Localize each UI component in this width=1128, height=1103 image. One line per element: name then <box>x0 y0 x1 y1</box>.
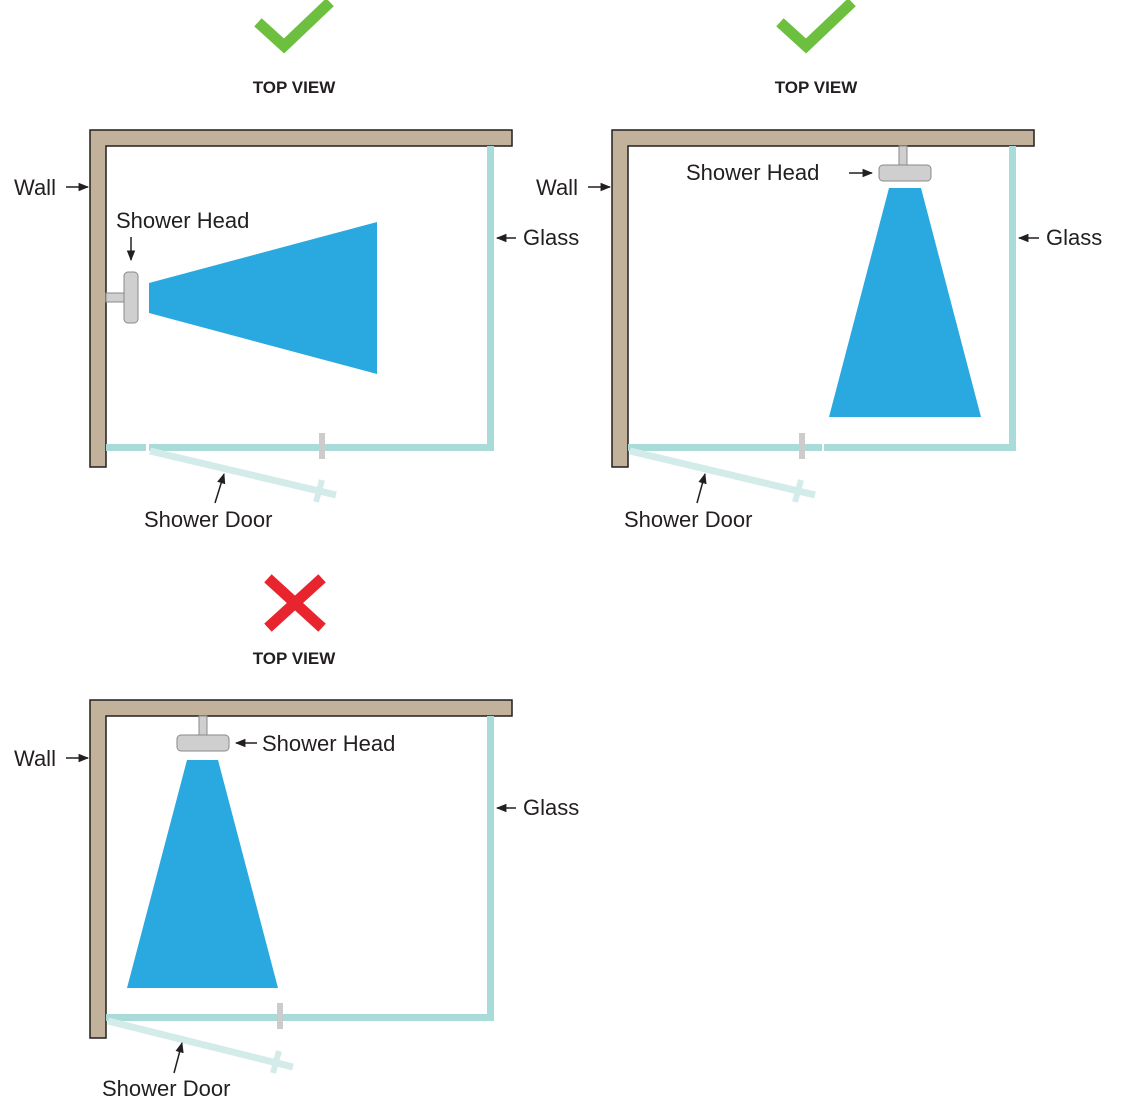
shower-head-label: Shower Head <box>116 208 249 233</box>
door-handle-open <box>270 1050 282 1074</box>
shower-door-label: Shower Door <box>102 1076 230 1101</box>
wall-label: Wall <box>14 175 56 200</box>
wall <box>89 699 513 1039</box>
shower-door <box>629 447 816 499</box>
shower-head-arm <box>105 292 127 303</box>
shower-door <box>149 447 337 499</box>
glass-panel-bottom-door-slot <box>628 444 822 451</box>
panel-top-left: TOP VIEW Wall Shower Head Glass Shower D… <box>14 0 579 532</box>
door-handle-open <box>792 479 804 503</box>
shower-door-label: Shower Door <box>624 507 752 532</box>
door-handle <box>799 433 805 459</box>
panel-title: TOP VIEW <box>253 649 336 668</box>
glass-panel-bottom-fixed <box>106 1014 494 1021</box>
glass-panel-bottom-door-slot <box>106 444 146 451</box>
door-handle <box>277 1003 283 1029</box>
glass-panel-bottom-fixed <box>824 444 1016 451</box>
panel-top-right: TOP VIEW Wall Shower Head Glass Shower D… <box>536 0 1102 532</box>
panel-title: TOP VIEW <box>775 78 858 97</box>
shower-head-arm <box>898 145 908 167</box>
shower-head <box>123 271 139 324</box>
shower-door <box>107 1017 294 1071</box>
water-spray <box>829 188 981 417</box>
panel-bottom-left: TOP VIEW Wall Shower Head Glass Shower D… <box>14 574 579 1101</box>
shower-head-arm <box>198 715 208 737</box>
shower-door-arrow <box>696 472 707 504</box>
checkmark-icon <box>254 0 334 54</box>
shower-head <box>878 164 932 182</box>
shower-head-label: Shower Head <box>262 731 395 756</box>
glass-label: Glass <box>523 795 579 820</box>
checkmark-icon <box>776 0 856 54</box>
shower-door-arrow <box>173 1041 184 1074</box>
wall <box>611 129 1035 468</box>
glass-label: Glass <box>1046 225 1102 250</box>
glass-label: Glass <box>523 225 579 250</box>
panel-title: TOP VIEW <box>253 78 336 97</box>
shower-head <box>176 734 230 752</box>
glass-panel-right <box>487 146 494 451</box>
cross-icon <box>264 574 326 632</box>
door-handle <box>319 433 325 459</box>
glass-panel-right <box>1009 146 1016 451</box>
water-spray <box>149 222 377 374</box>
shower-door-label: Shower Door <box>144 507 272 532</box>
shower-door-arrow <box>214 472 226 504</box>
wall-label: Wall <box>14 746 56 771</box>
shower-head-label: Shower Head <box>686 160 819 185</box>
water-spray <box>127 760 278 988</box>
wall-label: Wall <box>536 175 578 200</box>
glass-panel-right <box>487 716 494 1021</box>
door-handle-open <box>313 479 325 503</box>
wall <box>89 129 513 468</box>
